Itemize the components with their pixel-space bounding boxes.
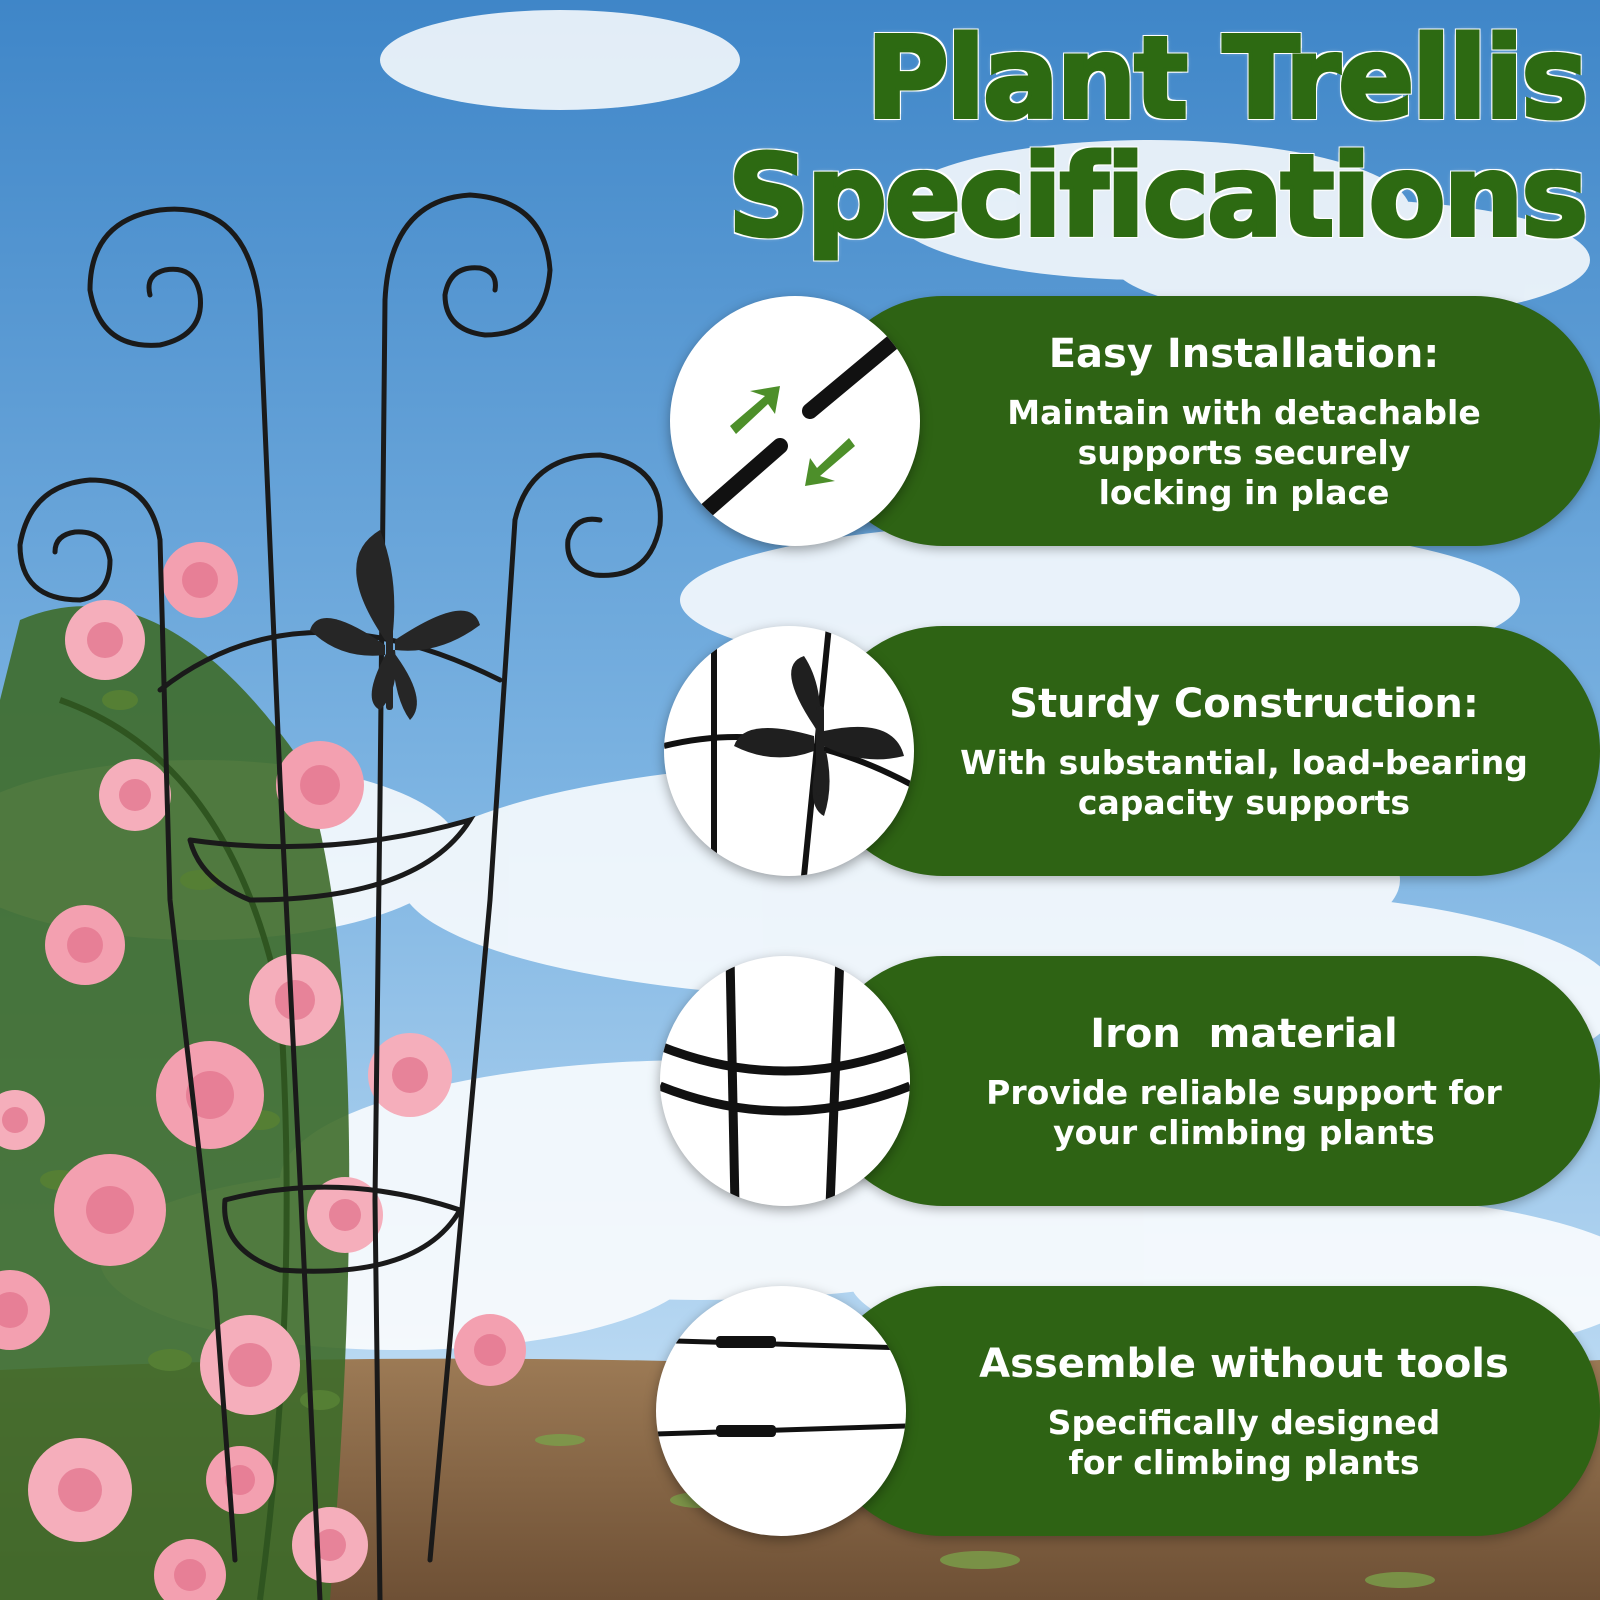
feature-title: Iron material	[1090, 1011, 1398, 1057]
feature-card-easy-installation: Easy Installation: Maintain with detacha…	[818, 296, 1600, 546]
feature-description: With substantial, load-bearing capacity …	[960, 743, 1528, 822]
title-line-2: Specifications	[726, 132, 1590, 262]
butterfly-icon	[664, 626, 914, 876]
iron-grid-icon	[660, 956, 910, 1206]
connector-rod-icon	[656, 1286, 906, 1536]
feature-title: Sturdy Construction:	[1009, 681, 1479, 727]
butterfly-ornament	[310, 530, 480, 720]
rose-flowers	[0, 542, 526, 1600]
page-title: Plant Trellis Specifications	[726, 14, 1590, 262]
feature-card-sturdy-construction: Sturdy Construction: With substantial, l…	[818, 626, 1600, 876]
feature-description: Maintain with detachable supports secure…	[1007, 393, 1481, 512]
feature-description: Specifically designed for climbing plant…	[1047, 1403, 1441, 1482]
title-line-1: Plant Trellis	[865, 14, 1590, 144]
feature-title: Assemble without tools	[979, 1341, 1509, 1387]
feature-card-assemble-without-tools: Assemble without tools Specifically desi…	[818, 1286, 1600, 1536]
feature-title: Easy Installation:	[1048, 331, 1440, 377]
rose-bush	[0, 542, 526, 1600]
feature-card-iron-material: Iron material Provide reliable support f…	[818, 956, 1600, 1206]
detachable-rod-icon	[670, 296, 920, 546]
feature-description: Provide reliable support for your climbi…	[986, 1073, 1502, 1152]
